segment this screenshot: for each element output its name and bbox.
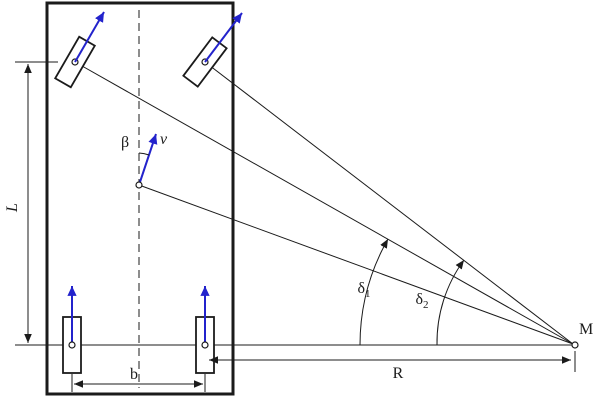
rear-left-wheel <box>62 286 82 374</box>
velocity-label: v <box>160 131 168 148</box>
cg-group: v β <box>121 131 168 189</box>
steer-line-front-right <box>204 61 574 345</box>
track-label: b <box>130 366 138 383</box>
rear-left-wheel-pivot <box>68 341 76 349</box>
radius-dimension: R <box>209 351 576 382</box>
slip-angle-label: β <box>121 134 129 151</box>
track-dimension: b <box>71 366 206 392</box>
beta-arc <box>138 152 150 156</box>
steering-angles: δ1 δ2 <box>357 238 465 346</box>
rotation-center-label: M <box>579 321 593 338</box>
front-right-velocity-arrow <box>204 12 243 63</box>
cg-radius-line <box>138 184 574 345</box>
delta2-label: δ2 <box>415 291 428 311</box>
steer-line-front-left <box>74 61 574 345</box>
cg-velocity-arrow <box>138 133 158 186</box>
rotation-center-point <box>571 341 579 349</box>
delta1-arc <box>359 238 389 346</box>
rear-right-wheel-pivot <box>201 341 209 349</box>
cg-point <box>135 181 143 189</box>
radius-label: R <box>393 365 404 382</box>
vehicle-body-outline <box>45 1 235 396</box>
front-left-velocity-arrow <box>74 11 105 63</box>
delta1-label: δ1 <box>357 280 370 300</box>
wheelbase-label: L <box>4 203 21 213</box>
wheelbase-dimension: L <box>4 61 58 343</box>
delta2-arc <box>436 259 465 346</box>
